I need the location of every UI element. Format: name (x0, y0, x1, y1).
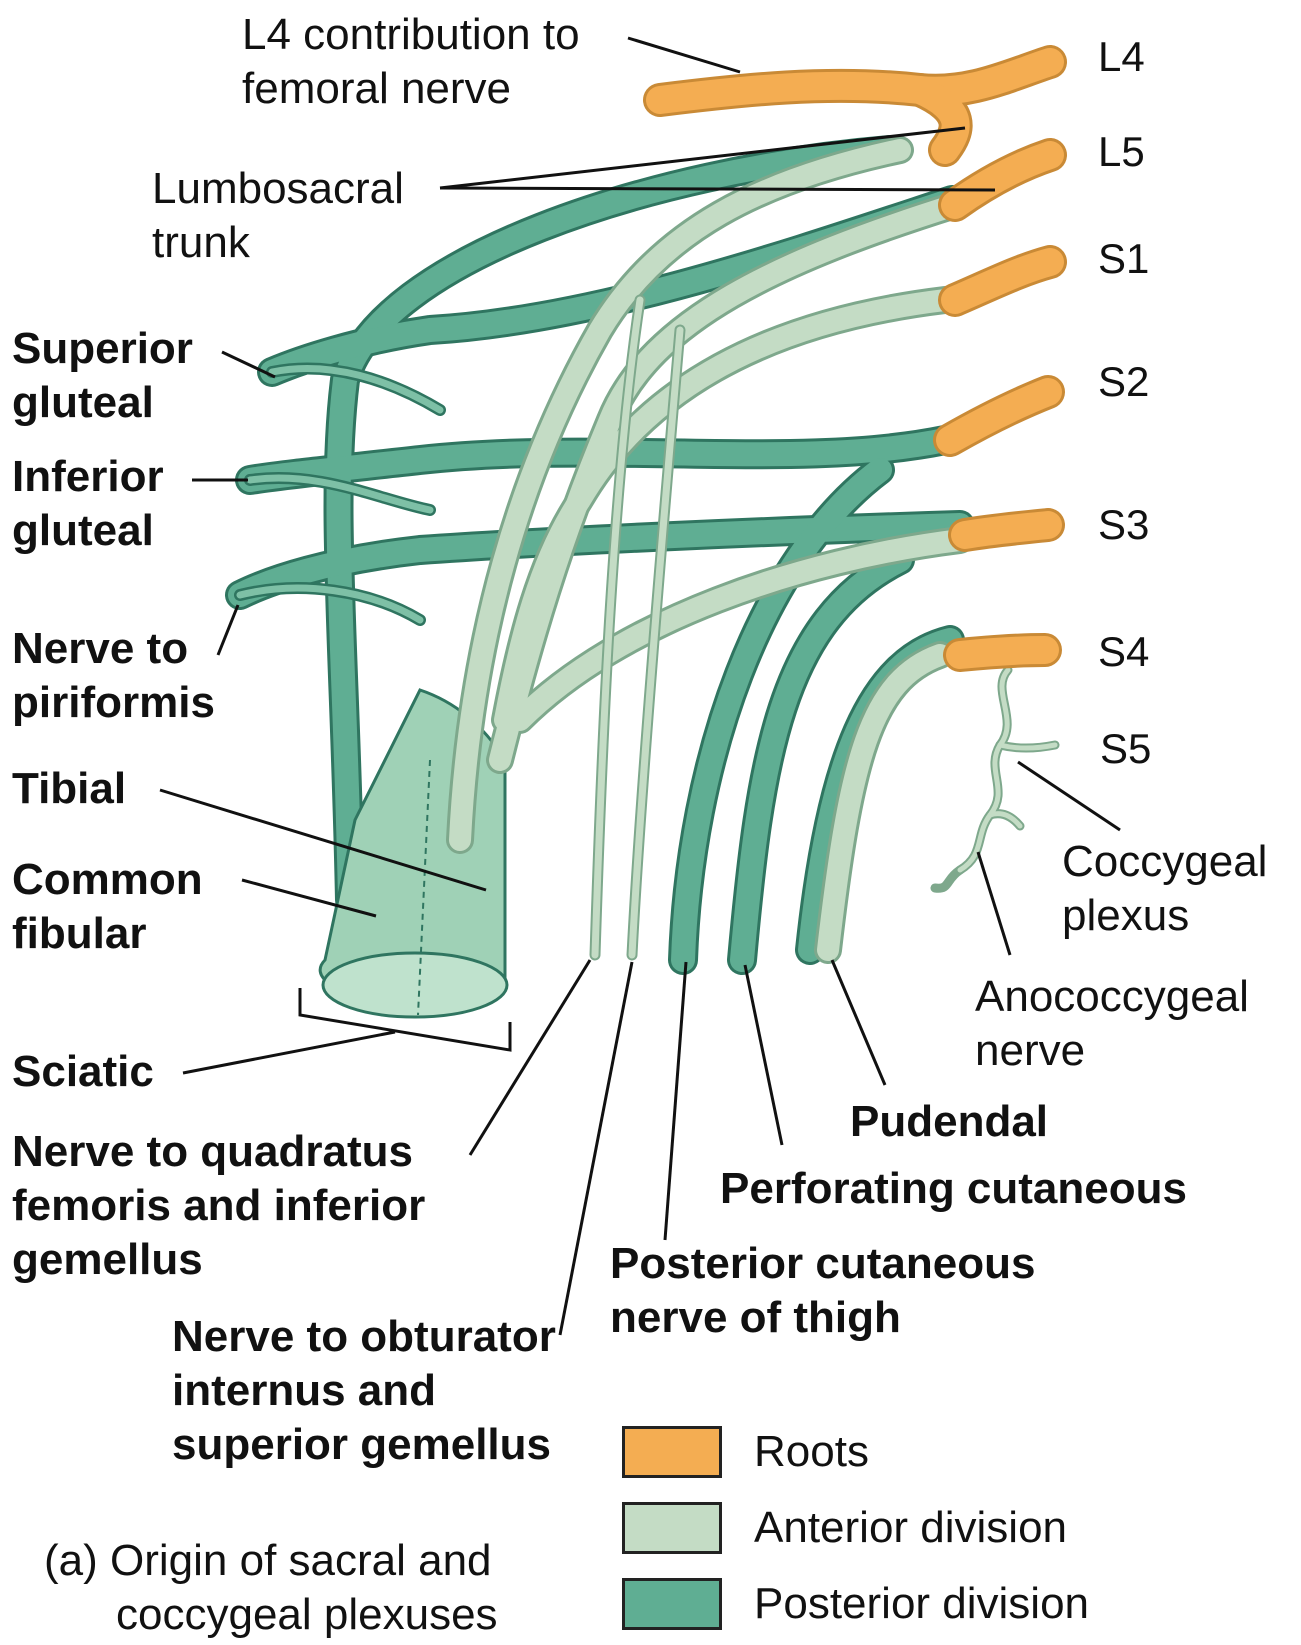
legend-swatch-roots (622, 1426, 722, 1478)
label-anococcygeal-nerve: Anococcygeal nerve (975, 970, 1249, 1078)
label-pudendal: Pudendal (850, 1095, 1048, 1149)
label-superior-gluteal: Superior gluteal (12, 322, 193, 430)
legend-label-posterior-division: Posterior division (754, 1577, 1089, 1631)
label-lumbosacral-trunk: Lumbosacral trunk (152, 162, 404, 270)
label-common-fibular: Common fibular (12, 853, 203, 961)
label-posterior-cutaneous-nerve: Posterior cutaneous nerve of thigh (610, 1237, 1035, 1345)
label-inferior-gluteal: Inferior gluteal (12, 450, 164, 558)
legend-swatch-posterior-division (622, 1578, 722, 1630)
root-label-s1: S1 (1098, 232, 1149, 286)
legend-swatch-anterior-division (622, 1502, 722, 1554)
caption-line-1: (a) Origin of sacral and (44, 1536, 492, 1585)
legend-label-roots: Roots (754, 1425, 869, 1479)
label-nerve-to-obturator-internus: Nerve to obturator internus and superior… (172, 1310, 556, 1472)
root-label-s3: S3 (1098, 498, 1149, 552)
label-nerve-to-piriformis: Nerve to piriformis (12, 622, 215, 730)
root-label-l5: L5 (1098, 125, 1145, 179)
label-nerve-to-quadratus-femoris: Nerve to quadratus femoris and inferior … (12, 1125, 425, 1287)
caption-line-2: coccygeal plexuses (44, 1588, 498, 1642)
root-label-s4: S4 (1098, 625, 1149, 679)
root-label-l4: L4 (1098, 30, 1145, 84)
label-sciatic: Sciatic (12, 1045, 154, 1099)
figure-caption: (a) Origin of sacral and coccygeal plexu… (44, 1534, 498, 1642)
label-coccygeal-plexus: Coccygeal plexus (1062, 835, 1267, 943)
root-label-s5: S5 (1100, 722, 1151, 776)
label-perforating-cutaneous: Perforating cutaneous (720, 1162, 1187, 1216)
legend-label-anterior-division: Anterior division (754, 1501, 1067, 1555)
root-label-s2: S2 (1098, 355, 1149, 409)
label-l4-contribution: L4 contribution to femoral nerve (242, 8, 580, 116)
label-tibial: Tibial (12, 762, 126, 816)
